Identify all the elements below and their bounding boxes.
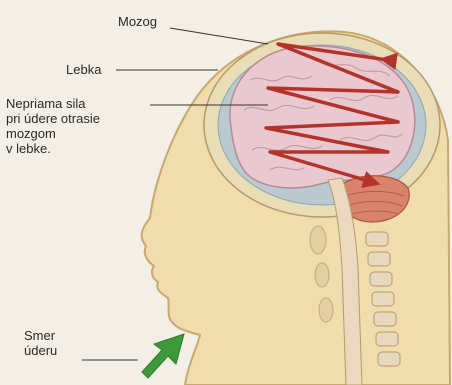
label-brain: Mozog xyxy=(118,14,157,29)
label-force: Nepriama sila pri údere otrasie mozgom v… xyxy=(6,96,100,156)
label-force-line-2: pri údere otrasie xyxy=(6,111,100,126)
impact-arrow xyxy=(142,334,184,378)
label-force-line-4: v lebke. xyxy=(6,141,100,156)
label-direction: Smer úderu xyxy=(24,328,57,358)
label-direction-line-1: Smer xyxy=(24,328,57,343)
label-force-line-1: Nepriama sila xyxy=(6,96,100,111)
label-force-line-3: mozgom xyxy=(6,126,100,141)
label-skull: Lebka xyxy=(66,62,101,77)
label-direction-line-2: úderu xyxy=(24,343,57,358)
